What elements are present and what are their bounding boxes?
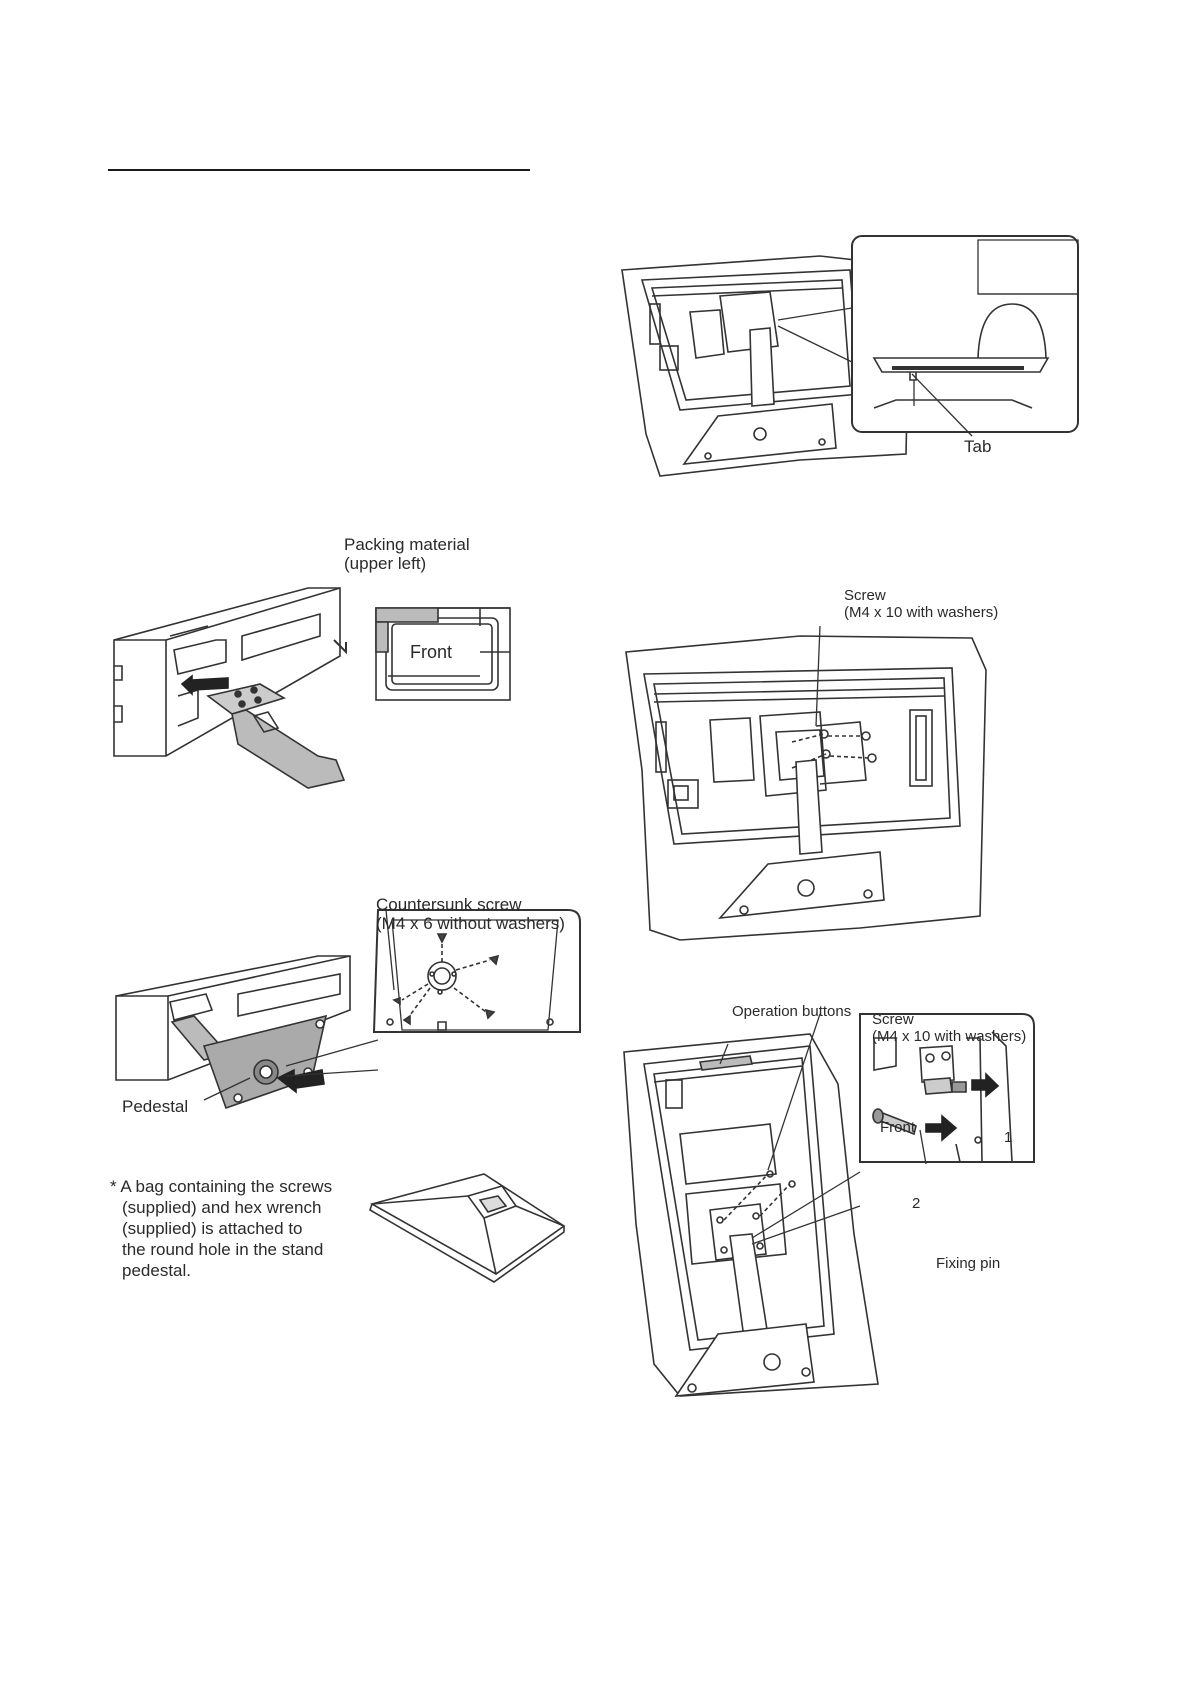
screws-bag-note: * A bag containing the screws (supplied)… — [110, 1176, 370, 1281]
label-fixing-screw-line2: (M4 x 10 with washers) — [872, 1027, 1027, 1045]
label-packing-material: Packing material (upper left) — [344, 535, 470, 573]
label-countersunk-line2: (M4 x 6 without washers) — [376, 913, 565, 933]
note-line4: the round hole in the stand — [122, 1240, 324, 1259]
label-packing-material-line1: Packing material — [344, 535, 470, 554]
figure-monitor-tab: Tab — [620, 234, 1080, 484]
label-screw-line1: Screw — [844, 587, 886, 604]
section-heading-rule — [108, 169, 530, 171]
label-packing-material-line2: (upper left) — [344, 553, 427, 573]
label-fixing-front: Front — [880, 1119, 916, 1136]
figure-pedestal: Countersunk screw (M4 x 6 without washer… — [108, 895, 581, 1150]
note-line3: (supplied) is attached to — [122, 1219, 303, 1238]
note-line5: pedestal. — [122, 1261, 191, 1280]
label-screw-m4x10: Screw (M4 x 10 with washers) — [844, 587, 999, 621]
figure-packing-material: Packing material (upper left) Front — [108, 535, 568, 796]
label-countersunk-screw: Countersunk screw (M4 x 6 without washer… — [376, 895, 565, 933]
note-line2: (supplied) and hex wrench — [122, 1198, 322, 1217]
figure-screw-attach: Screw (M4 x 10 with washers) — [620, 587, 1030, 960]
label-pedestal: Pedestal — [122, 1097, 189, 1116]
label-tab: Tab — [964, 437, 992, 456]
label-step-1: 1 — [1004, 1129, 1013, 1146]
label-fixing-screw-line1: Screw — [872, 1011, 914, 1028]
label-front: Front — [410, 642, 453, 662]
label-screw-line2: (M4 x 10 with washers) — [844, 603, 999, 621]
label-countersunk-line1: Countersunk screw — [376, 895, 522, 914]
figure-pedestal-base — [368, 1170, 568, 1290]
note-line1: * A bag containing the screws — [110, 1177, 333, 1196]
label-fixing-screw: Screw (M4 x 10 with washers) — [872, 1011, 1027, 1045]
figure-fixing-pin: Operation buttons Screw (M4 x 10 with wa… — [620, 1003, 1040, 1404]
label-operation-buttons: Operation buttons — [732, 1003, 852, 1020]
label-fixing-pin: Fixing pin — [936, 1255, 1001, 1272]
label-step-2: 2 — [912, 1195, 921, 1212]
